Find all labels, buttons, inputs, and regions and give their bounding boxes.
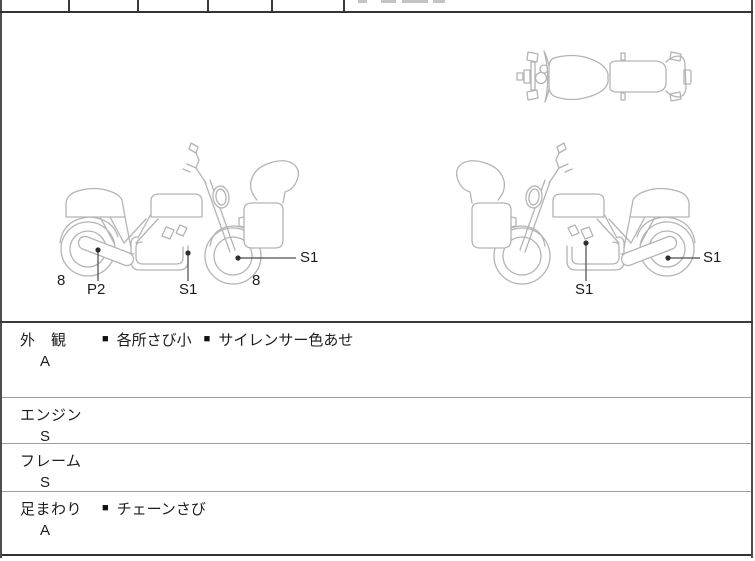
grade-label-left-rear-wheel: 8 [57,272,66,289]
header-strip [0,0,753,13]
section-label-exterior: 外 観 [20,332,67,349]
section-label-undercarriage: 足まわり [20,501,83,518]
grade-label-left-muffler: P2 [87,281,106,298]
note-text: 各所さび小 [116,332,192,349]
grade-label-left-front-area: 8 [252,272,261,289]
defect-note: ■ サイレンサー色あせ [204,329,354,350]
header-cell-divider [68,0,70,11]
note-text: サイレンサー色あせ [218,332,354,349]
section-divider [0,321,753,323]
motorcycle-right-side-view [455,142,696,285]
annotation-dots [95,240,671,261]
cropped-text-fragment [381,0,396,3]
annotation-leader-lines [97,244,700,281]
grade-label-left-engine: S1 [179,281,198,298]
grade-value-frame: S [40,474,51,491]
inspection-row-exterior: 外 観 ■ 各所さび小 ■ サイレンサー色あせ A [2,323,751,398]
header-cell-divider [207,0,209,11]
bullet-icon: ■ [203,333,211,345]
motorcycle-left-side-view [59,142,300,285]
cropped-text-fragment [433,0,445,3]
motorcycle-top-view [516,50,692,103]
header-cell-divider [271,0,273,11]
header-cell-divider [343,0,345,11]
section-label-engine: エンジン [20,407,83,424]
grade-label-right-engine: S1 [575,281,594,298]
grade-value-undercarriage: A [40,522,51,539]
grade-label-left-front-wheel: S1 [300,249,319,266]
inspection-table: 外 観 ■ 各所さび小 ■ サイレンサー色あせ A エンジン S [2,323,751,556]
grade-value-engine: S [40,428,51,445]
header-cell-divider [137,0,139,11]
bullet-icon: ■ [102,502,109,514]
defect-note: ■ 各所さび小 [102,329,192,350]
grade-label-right-rear-wheel: S1 [703,249,722,266]
inspection-row-frame: フレーム S [2,444,751,492]
inspection-row-engine: エンジン S [2,398,751,445]
grade-value-exterior: A [40,353,51,370]
cropped-text-fragment [358,0,367,3]
bullet-icon: ■ [102,333,109,345]
defect-note: ■ チェーンさび [102,498,206,519]
cropped-text-fragment [402,0,428,3]
note-text: チェーンさび [116,501,206,518]
section-label-frame: フレーム [20,453,82,470]
inspection-row-undercarriage: 足まわり ■ チェーンさび A [2,492,751,556]
